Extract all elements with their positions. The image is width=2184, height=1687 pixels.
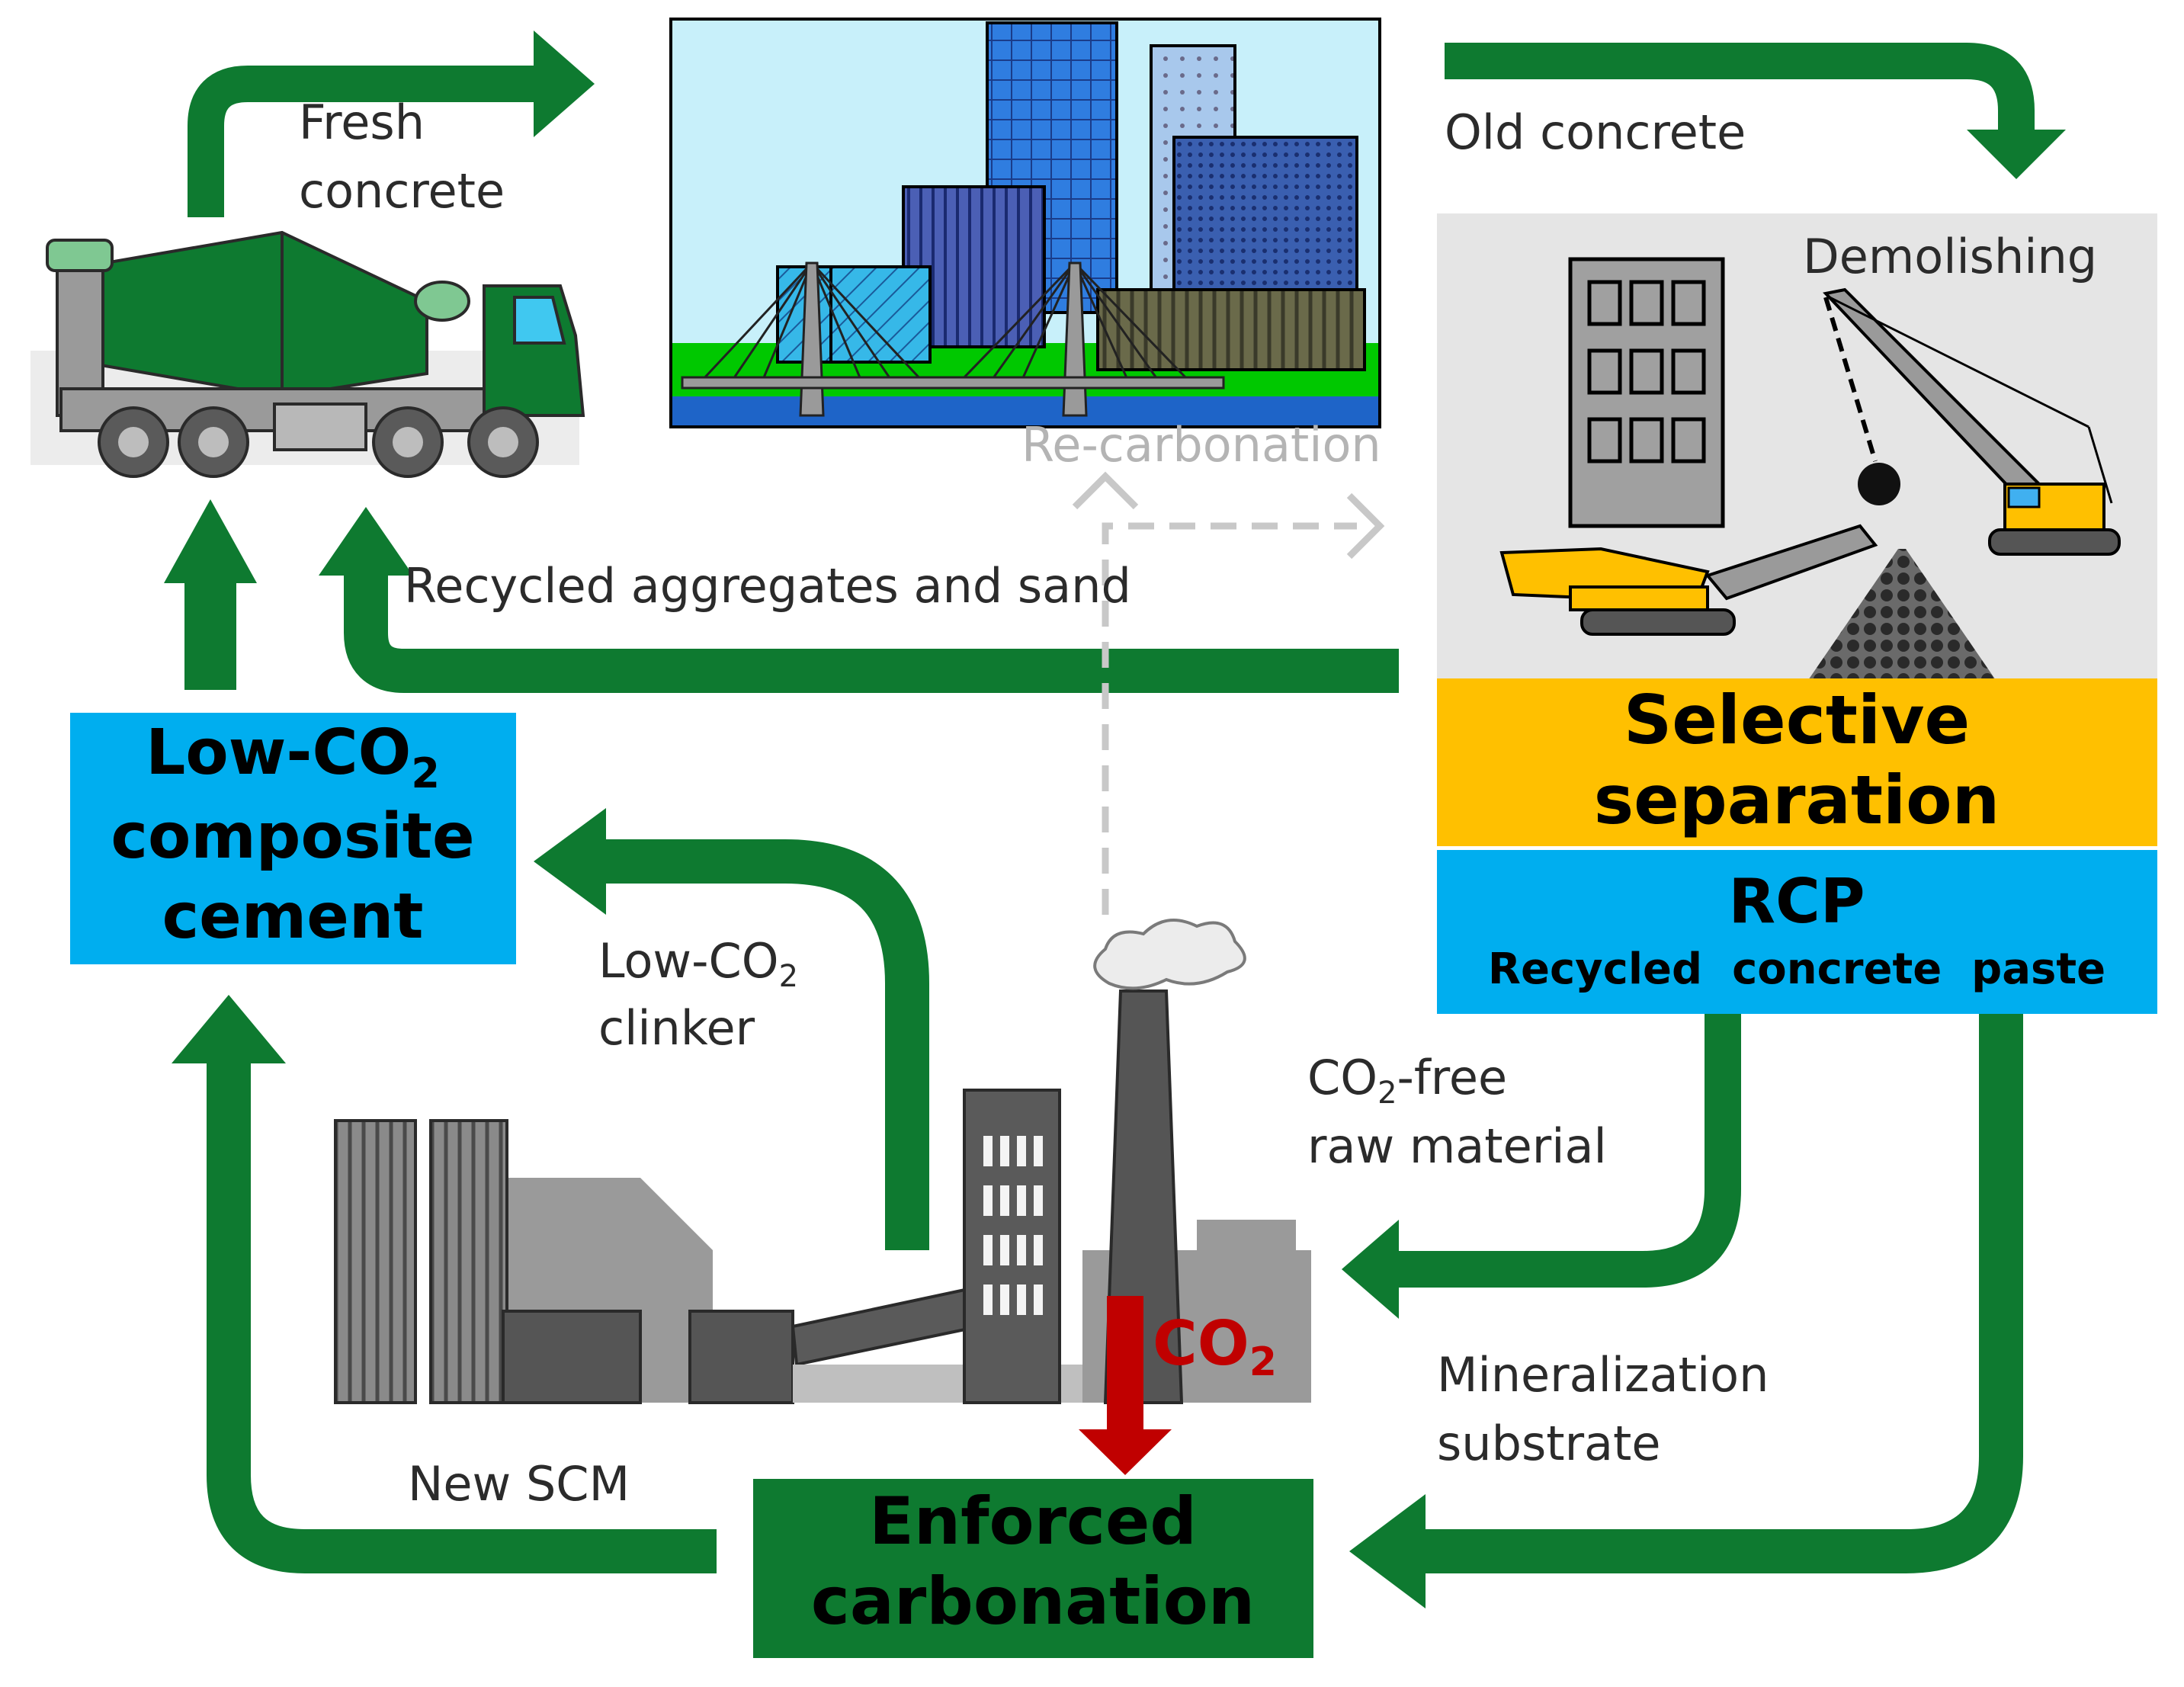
enforced-box-line-1: Enforced <box>869 1483 1197 1560</box>
arrow-old-concrete <box>1445 43 2066 179</box>
arrow-recycled-aggregates <box>319 507 1399 693</box>
cement-plant-illustration <box>334 919 1311 1404</box>
label-demolishing: Demolishing <box>1803 229 2097 284</box>
cement-box-line-3: cement <box>162 880 424 953</box>
label-co2-free-1: CO2-free <box>1307 1050 1507 1111</box>
label-co2-free-2: raw material <box>1307 1118 1607 1174</box>
concrete-mixer-truck-illustration <box>30 230 585 478</box>
enforced-box-line-2: carbonation <box>811 1564 1255 1640</box>
label-mineralization-1: Mineralization <box>1437 1347 1769 1403</box>
cement-box-line-2: composite <box>111 800 474 873</box>
label-fresh-concrete-2: concrete <box>299 163 505 219</box>
arrow-mineralization-substrate <box>1349 1014 2023 1608</box>
arrow-low-co2-clinker <box>534 808 929 1250</box>
arrow-cement-to-truck <box>164 499 257 690</box>
city-illustration <box>669 18 1381 428</box>
arrow-re-carbonation <box>1072 471 1385 915</box>
selective-separation-box: Selective separation <box>1437 678 2157 846</box>
rcp-subtitle: Recycled concrete paste <box>1488 945 2105 994</box>
label-low-co2-clinker-1: Low-CO2 <box>598 933 798 994</box>
label-new-scm: New SCM <box>408 1456 630 1512</box>
enforced-carbonation-box: Enforced carbonation <box>753 1479 1313 1658</box>
label-recycled-aggregates: Recycled aggregates and sand <box>404 558 1131 614</box>
co2-stack-label: CO2 <box>1153 1308 1277 1385</box>
selective-box-line-1: Selective <box>1624 681 1970 759</box>
cement-box-line-1: Low-CO2 <box>146 717 440 797</box>
label-re-carbonation: Re-carbonation <box>1021 417 1381 473</box>
rcp-title: RCP <box>1729 866 1865 937</box>
low-co2-composite-cement-box: Low-CO2 composite cement <box>70 713 516 964</box>
arrow-co2-free-raw-material <box>1342 1014 1741 1319</box>
rcp-box: RCP Recycled concrete paste <box>1437 850 2157 1014</box>
co2-emission-arrow: CO2 <box>1079 1296 1277 1475</box>
label-low-co2-clinker-2: clinker <box>598 1000 755 1056</box>
demolition-illustration <box>1437 213 2157 682</box>
selective-box-line-2: separation <box>1594 761 2000 839</box>
label-old-concrete: Old concrete <box>1445 104 1746 160</box>
label-fresh-concrete-1: Fresh <box>299 95 425 150</box>
arrow-new-scm <box>172 995 717 1573</box>
label-mineralization-2: substrate <box>1437 1416 1661 1471</box>
arrow-fresh-concrete <box>188 30 595 217</box>
